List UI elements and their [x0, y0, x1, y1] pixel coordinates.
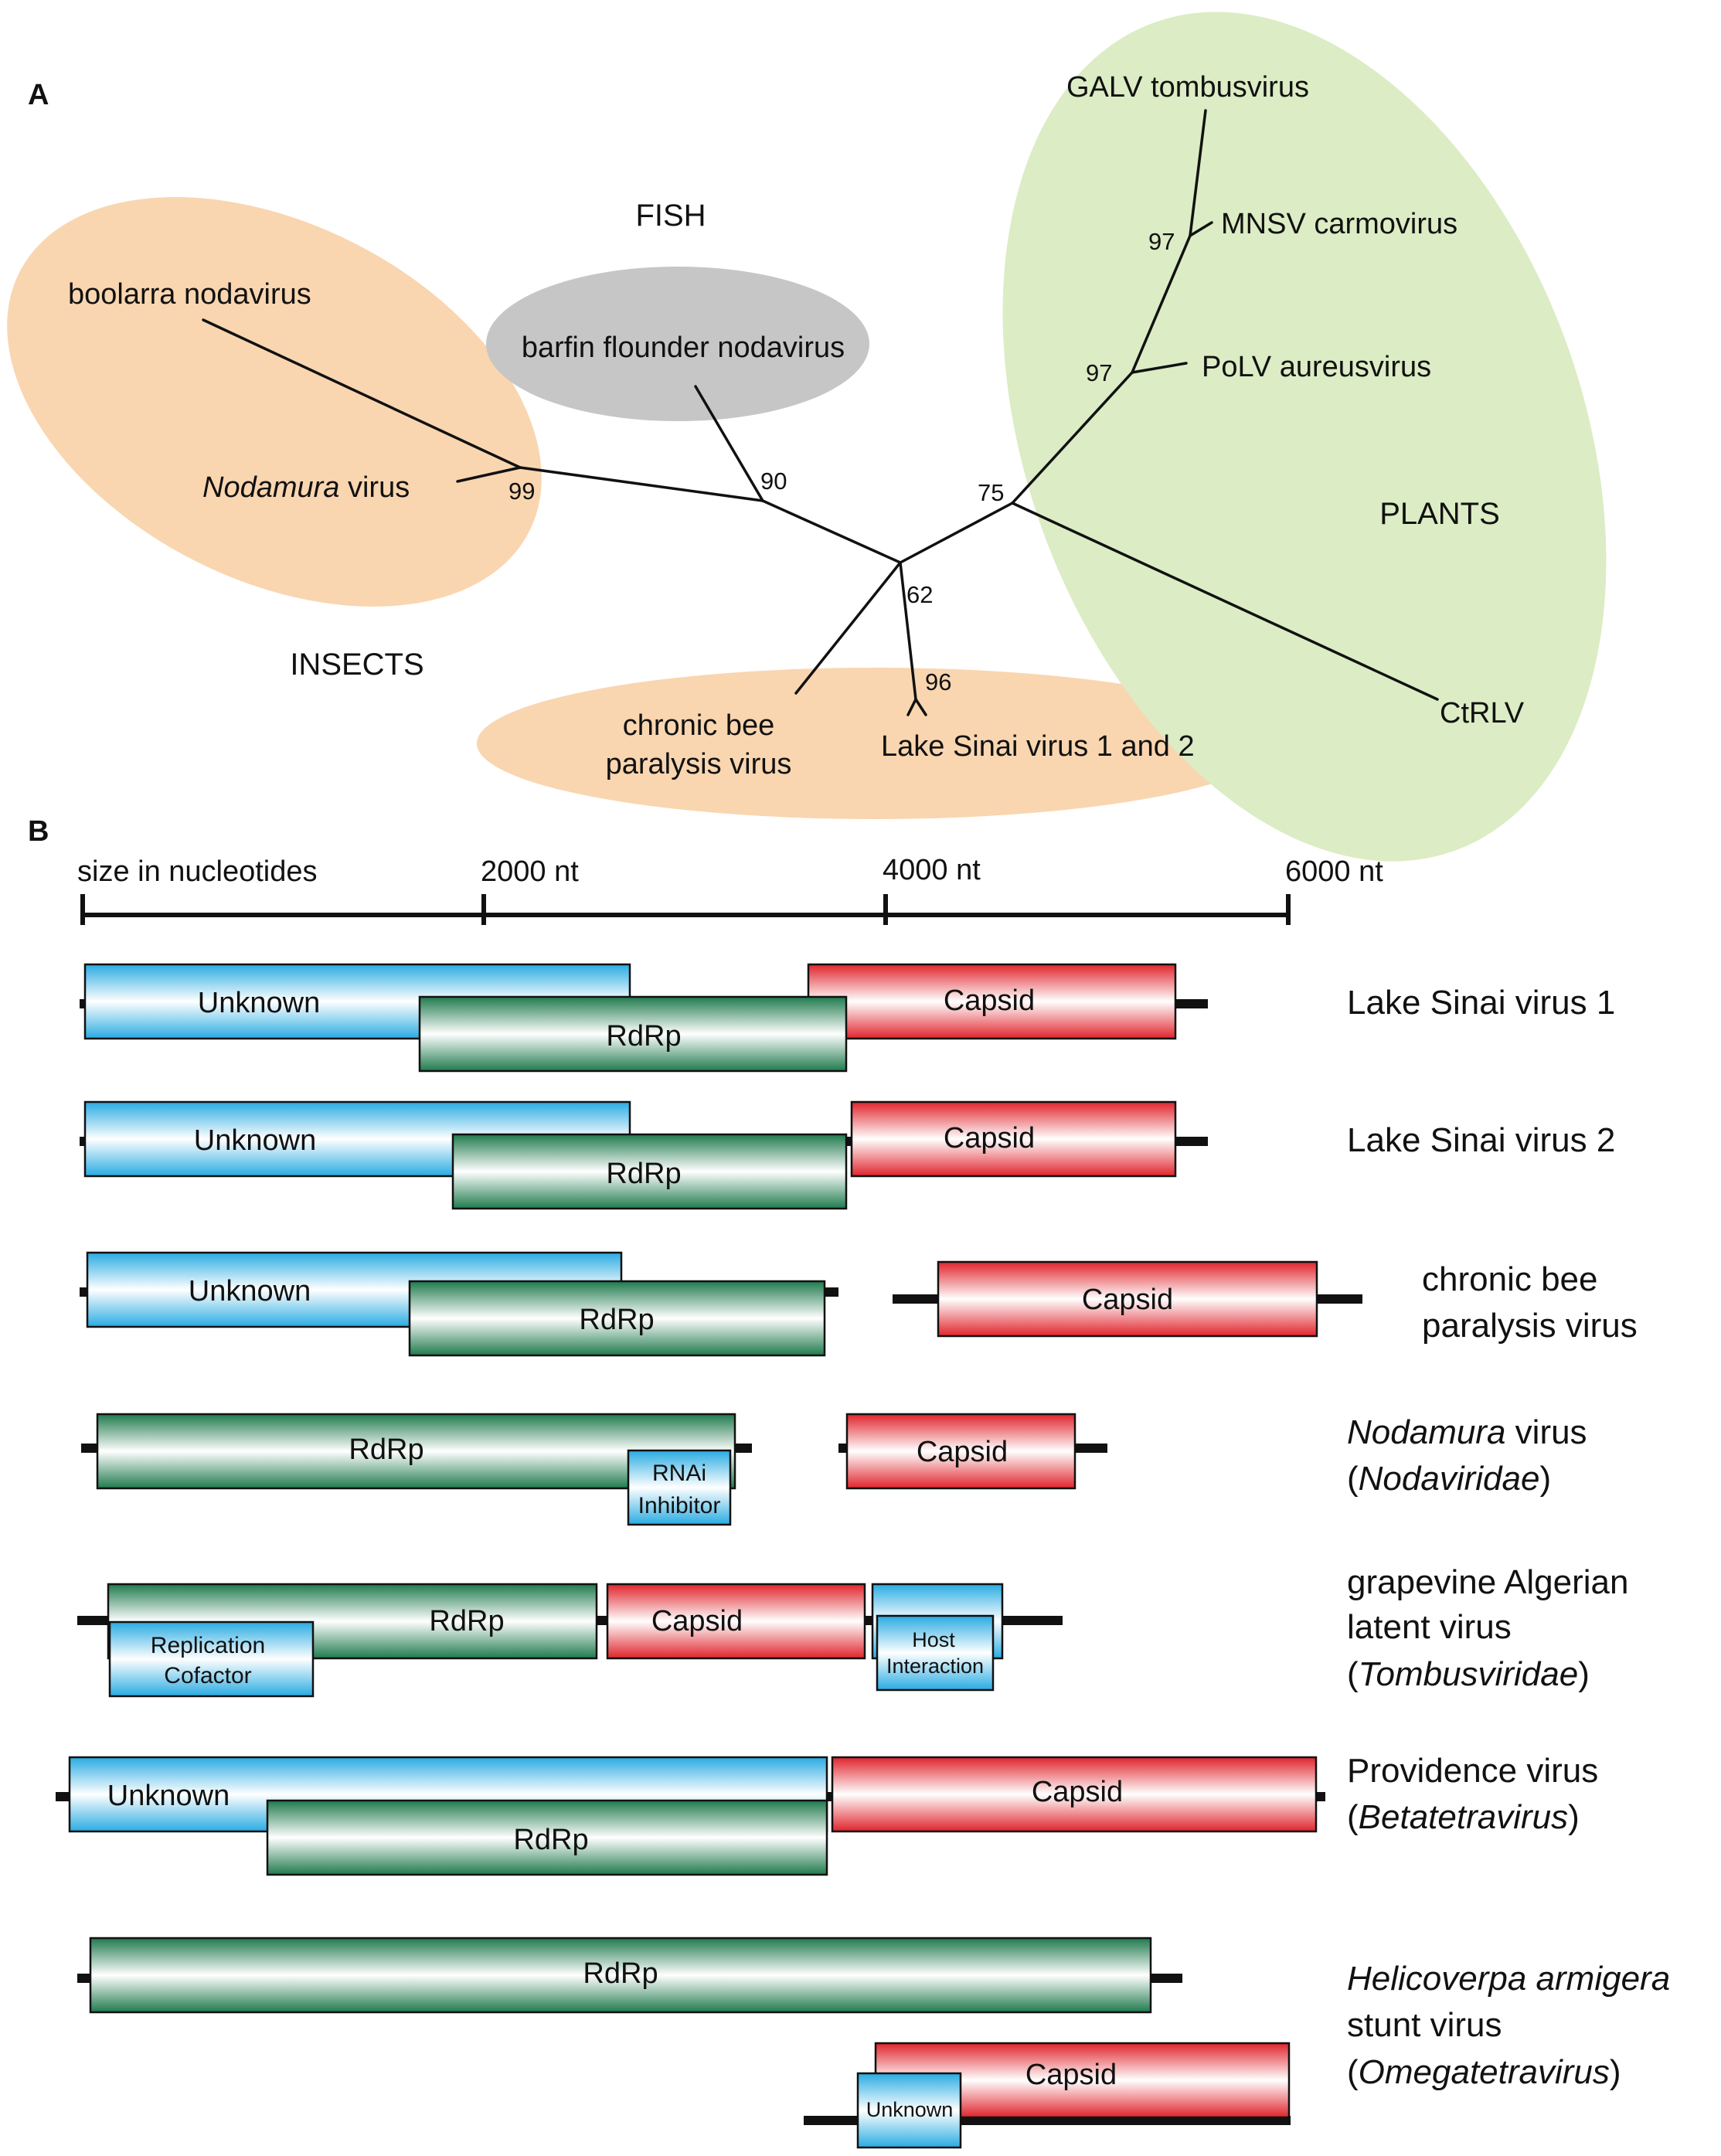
taxon-boolarra: boolarra nodavirus	[68, 278, 311, 311]
bootstrap-97-upper: 97	[1148, 228, 1175, 255]
label-unknown: Unknown	[189, 1275, 311, 1308]
plants-ellipse	[1002, 12, 1607, 862]
genome-nov	[81, 1413, 1107, 1526]
virus-family-galv: (Tombusviridae)	[1347, 1655, 1590, 1693]
label-rdrp: RdRp	[606, 1158, 681, 1190]
label-unknown-small: Unknown	[866, 2098, 954, 2121]
scale-bar	[80, 894, 1291, 925]
bootstrap-62: 62	[906, 581, 933, 608]
label-capsid: Capsid	[1082, 1284, 1173, 1316]
label-capsid: Capsid	[1025, 2059, 1117, 2091]
gene-host-interaction	[876, 1614, 995, 1692]
panel-b-label: B	[28, 815, 49, 848]
virus-name-hasv-line2: stunt virus	[1347, 2006, 1502, 2044]
gene-rdrp	[418, 995, 848, 1073]
label-rdrp: RdRp	[349, 1433, 423, 1466]
gene-capsid	[831, 1756, 1318, 1833]
virus-name-galv-line2: latent virus	[1347, 1608, 1512, 1646]
insects-ellipse-left	[7, 197, 542, 607]
bootstrap-99: 99	[508, 478, 535, 505]
virus-family-hasv: (Omegatetravirus)	[1347, 2053, 1621, 2091]
scale-tick-2000: 2000 nt	[481, 855, 579, 888]
genome-galv	[77, 1583, 1063, 1698]
taxon-mnsv: MNSV carmovirus	[1221, 208, 1457, 240]
label-capsid: Capsid	[1032, 1776, 1123, 1808]
label-rdrp: RdRp	[429, 1605, 504, 1637]
genome-pv	[56, 1756, 1325, 1876]
taxon-cbpv-line2: paralysis virus	[606, 748, 792, 780]
bootstrap-75: 75	[978, 479, 1004, 506]
gene-rdrp	[266, 1799, 828, 1876]
virus-name-cbpv-line1: chronic bee	[1422, 1260, 1597, 1298]
label-rdrp: RdRp	[513, 1824, 588, 1856]
label-capsid: Capsid	[944, 1122, 1035, 1155]
label-host-line2: Interaction	[886, 1654, 984, 1678]
bootstrap-96: 96	[925, 668, 951, 695]
bootstrap-90: 90	[760, 468, 787, 495]
taxon-barfin: barfin flounder nodavirus	[522, 332, 845, 364]
label-rnai-line1: RNAi	[652, 1461, 706, 1486]
virus-name-hasv-line1: Helicoverpa armigera	[1347, 1960, 1670, 1998]
taxon-lsv: Lake Sinai virus 1 and 2	[881, 730, 1195, 763]
label-rdrp: RdRp	[583, 1957, 658, 1990]
label-replication-line2: Cofactor	[164, 1663, 251, 1688]
gene-capsid	[807, 963, 1177, 1040]
label-replication-line1: Replication	[151, 1633, 265, 1658]
gene-rdrp	[89, 1937, 1152, 2014]
gene-replication-cofactor	[108, 1620, 315, 1698]
label-unknown: Unknown	[194, 1124, 316, 1157]
label-host-line1: Host	[912, 1628, 955, 1651]
insects-ellipse-bottom	[477, 668, 1273, 819]
gene-rdrp	[451, 1133, 848, 1210]
taxon-polv: PoLV aureusvirus	[1202, 351, 1431, 383]
virus-name-nov: Nodamura virus	[1347, 1413, 1587, 1451]
gene-rnai-inhibitor	[627, 1449, 732, 1526]
label-capsid: Capsid	[651, 1605, 743, 1637]
scale-tick-6000: 6000 nt	[1285, 855, 1383, 888]
label-rdrp: RdRp	[606, 1020, 681, 1052]
label-unknown: Unknown	[107, 1780, 230, 1812]
gene-capsid	[606, 1583, 866, 1660]
taxon-cbpv-line1: chronic bee	[623, 709, 774, 742]
genome-cbpv	[80, 1251, 1362, 1357]
label-rdrp: RdRp	[579, 1304, 654, 1336]
taxon-ctrlv: CtRLV	[1440, 697, 1525, 729]
group-label-insects: INSECTS	[290, 648, 423, 682]
bootstrap-97-lower: 97	[1086, 359, 1112, 386]
genome-lsv2	[80, 1100, 1208, 1210]
label-unknown: Unknown	[198, 987, 320, 1019]
genome-hasv	[77, 1937, 1291, 2149]
virus-name-cbpv-line2: paralysis virus	[1422, 1307, 1638, 1345]
phylogenetic-tree	[202, 109, 1439, 716]
gene-unknown-small	[856, 2072, 962, 2149]
virus-family-pv: (Betatetravirus)	[1347, 1798, 1580, 1836]
label-capsid: Capsid	[944, 984, 1035, 1017]
taxon-galv: GALV tombusvirus	[1066, 71, 1309, 104]
virus-name-galv-line1: grapevine Algerian	[1347, 1563, 1628, 1601]
panel-a-label: A	[28, 79, 49, 111]
virus-name-lsv2: Lake Sinai virus 2	[1347, 1121, 1615, 1159]
gene-capsid	[850, 1100, 1177, 1178]
gene-rdrp	[408, 1280, 826, 1357]
virus-name-pv: Providence virus	[1347, 1752, 1598, 1790]
label-capsid: Capsid	[917, 1436, 1008, 1468]
virus-name-lsv1: Lake Sinai virus 1	[1347, 984, 1615, 1022]
virus-family-nov: (Nodaviridae)	[1347, 1460, 1551, 1498]
genome-lsv1	[80, 963, 1208, 1073]
taxon-nodamura: Nodamura virus	[202, 471, 410, 504]
group-label-plants: PLANTS	[1379, 497, 1500, 531]
scale-title: size in nucleotides	[77, 855, 318, 888]
gene-capsid	[845, 1413, 1076, 1490]
scale-tick-4000: 4000 nt	[883, 854, 981, 886]
label-rnai-line2: Inhibitor	[638, 1493, 721, 1518]
group-label-fish: FISH	[635, 199, 706, 233]
fish-ellipse	[486, 267, 869, 421]
gene-capsid	[937, 1260, 1318, 1338]
